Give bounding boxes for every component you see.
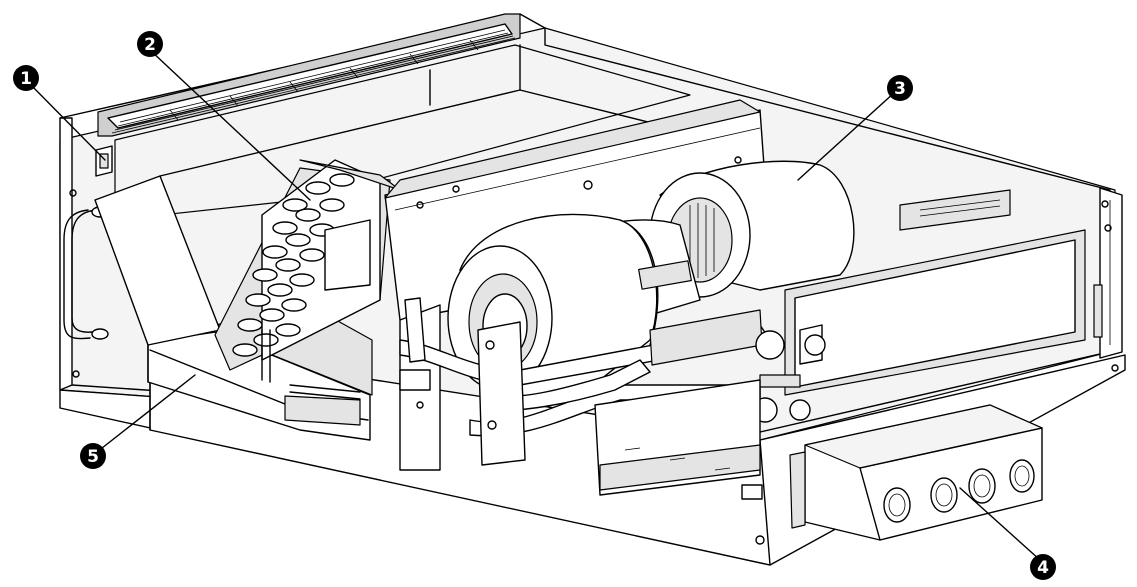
callout-2: 2 <box>137 31 163 57</box>
svg-text:5: 5 <box>87 447 99 467</box>
leader-line-2 <box>149 49 311 201</box>
leader-line-3 <box>797 91 896 181</box>
water-piping <box>399 297 826 466</box>
top-return-grille <box>97 13 701 221</box>
svg-text:4: 4 <box>1037 558 1049 578</box>
callout-5: 5 <box>80 443 106 469</box>
leader-lines <box>27 49 1041 561</box>
electrical-box <box>594 379 1043 541</box>
leader-line-5 <box>96 374 196 453</box>
svg-text:2: 2 <box>144 35 156 55</box>
callout-1: 1 <box>13 65 39 91</box>
heat-exchanger-coil <box>214 159 401 426</box>
callout-3: 3 <box>887 75 913 101</box>
svg-text:1: 1 <box>20 69 32 89</box>
leader-line-1 <box>27 81 106 161</box>
svg-text:3: 3 <box>894 79 906 99</box>
callout-4: 4 <box>1030 554 1056 580</box>
leader-line-4 <box>959 487 1041 561</box>
